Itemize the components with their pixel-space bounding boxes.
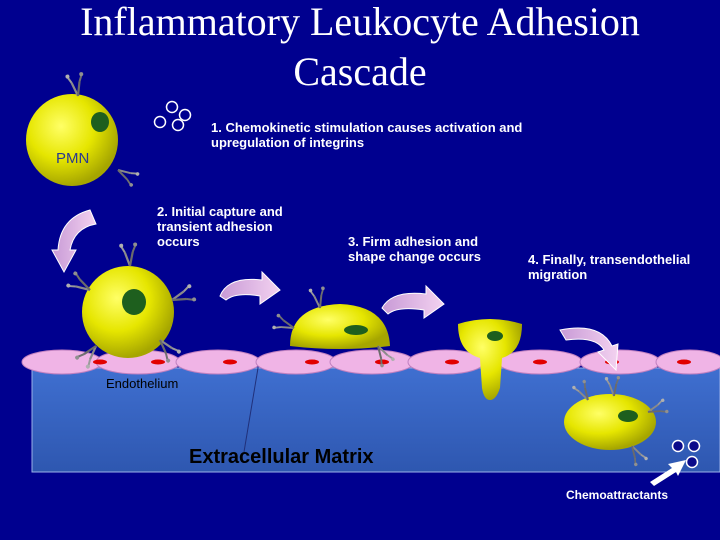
rolling-nucleus — [122, 289, 146, 315]
endothelial-cell — [175, 349, 261, 375]
flattened-nucleus — [344, 325, 368, 335]
endothelium-layer — [21, 349, 720, 375]
step-3-label: 3. Firm adhesion and shape change occurs — [348, 234, 481, 264]
step-4-label: 4. Finally, transendothelial migration — [528, 252, 691, 282]
endothelial-nucleus — [677, 359, 691, 365]
pmn-label: PMN — [56, 150, 90, 167]
transmigrated-nucleus — [618, 410, 638, 422]
extracellular-matrix-label: Extracellular Matrix — [189, 446, 374, 468]
curved-arrow-icon — [219, 270, 281, 305]
curved-arrow-icon — [559, 327, 619, 372]
migrating-nucleus — [487, 331, 503, 341]
curved-arrow-icon — [381, 284, 445, 319]
transmigrated-cell — [564, 374, 670, 468]
endothelial-nucleus — [533, 359, 547, 365]
endothelial-cell — [329, 349, 415, 375]
pmn-nucleus — [91, 112, 109, 132]
step-2-label: 2. Initial capture and transient adhesio… — [157, 204, 283, 249]
endothelial-nucleus — [223, 359, 237, 365]
slide-title-line-1: Inflammatory Leukocyte Adhesion — [80, 0, 640, 44]
endothelial-nucleus — [445, 359, 459, 365]
endothelial-cell — [255, 349, 337, 375]
chemoattractants-label: Chemoattractants — [566, 488, 669, 502]
chemoattractant-cluster — [671, 439, 701, 469]
endothelial-cell — [579, 349, 661, 375]
endothelial-nucleus — [151, 359, 165, 365]
endothelium-label: Endothelium — [106, 376, 179, 391]
endothelium-pointer — [243, 367, 259, 453]
pmn-cell — [26, 70, 141, 189]
endothelial-nucleus — [93, 359, 107, 365]
chemokine-cluster — [153, 100, 192, 132]
migrating-cell — [458, 319, 522, 400]
chemoattractant-arrow-icon — [650, 460, 686, 486]
slide-title-line-2: Cascade — [293, 49, 427, 94]
step-1-label: 1. Chemokinetic stimulation causes activ… — [211, 120, 523, 150]
endothelial-nucleus — [305, 359, 319, 365]
rolling-cell — [64, 241, 198, 371]
flattened-cell — [270, 285, 397, 369]
curved-arrow-icon — [51, 209, 97, 274]
